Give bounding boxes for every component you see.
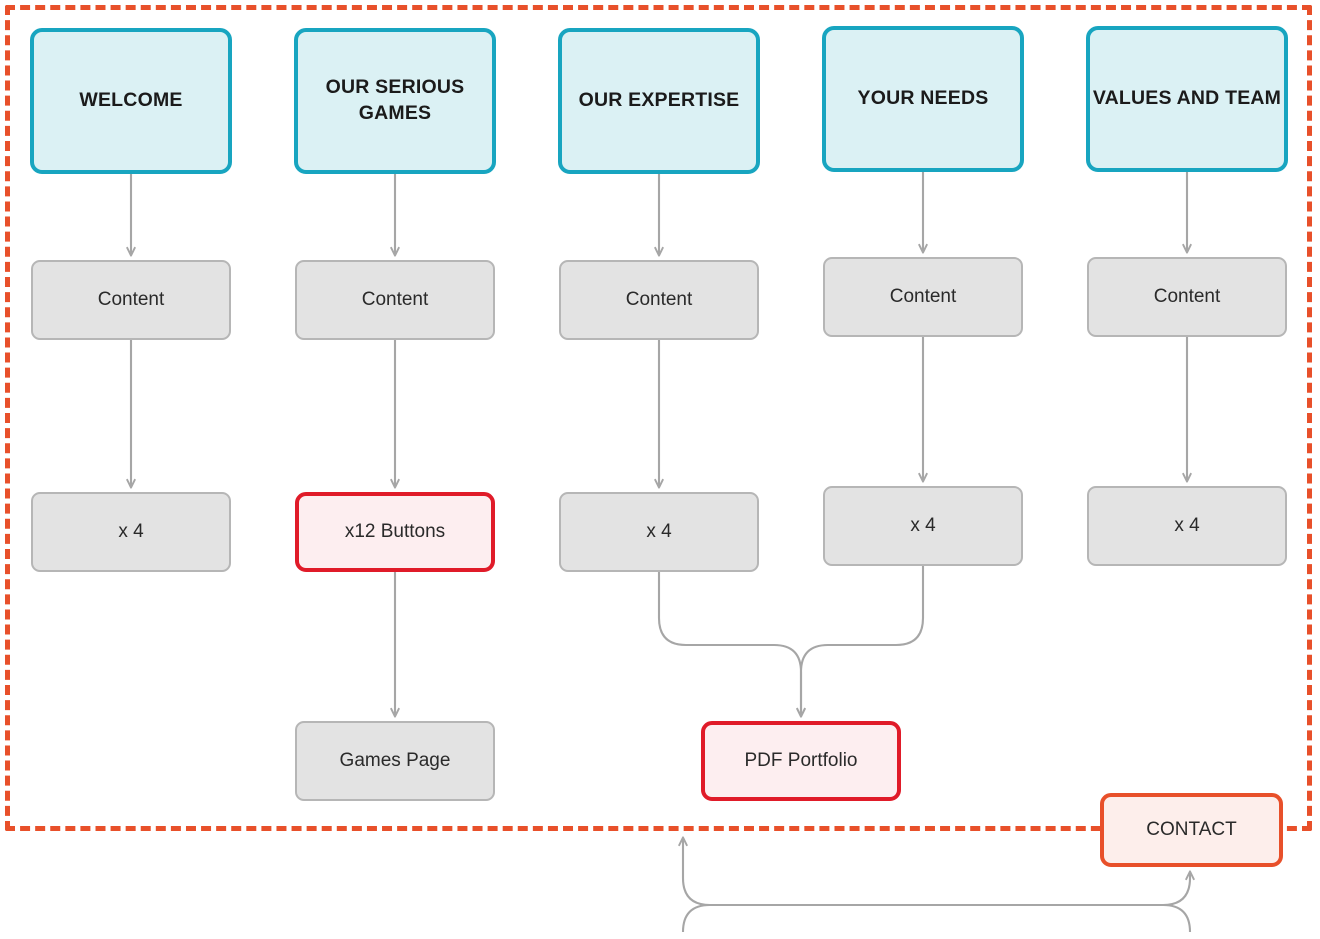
- node-content-welcome[interactable]: Content: [31, 260, 231, 340]
- node-contact[interactable]: CONTACT: [1100, 793, 1283, 867]
- node-section-our-expertise[interactable]: OUR EXPERTISE: [558, 28, 760, 174]
- node-section-values-and-team[interactable]: VALUES AND TEAM: [1086, 26, 1288, 172]
- node-label: x12 Buttons: [344, 521, 446, 543]
- node-leaf-x12-buttons[interactable]: x12 Buttons: [295, 492, 495, 572]
- node-games-page[interactable]: Games Page: [295, 721, 495, 801]
- node-label: VALUES AND TEAM: [1092, 87, 1282, 110]
- node-leaf-expertise-x4[interactable]: x 4: [559, 492, 759, 572]
- node-leaf-needs-x4[interactable]: x 4: [823, 486, 1023, 566]
- node-label: YOUR NEEDS: [857, 87, 989, 110]
- node-label: OUR EXPERTISE: [578, 89, 740, 112]
- node-label: Content: [1153, 286, 1221, 308]
- node-section-your-needs[interactable]: YOUR NEEDS: [822, 26, 1024, 172]
- node-label: Content: [889, 286, 957, 308]
- node-leaf-welcome-x4[interactable]: x 4: [31, 492, 231, 572]
- node-content-our-serious-games[interactable]: Content: [295, 260, 495, 340]
- edge-contact-loop-to-contact-box: [681, 870, 1195, 933]
- node-leaf-values-x4[interactable]: x 4: [1087, 486, 1287, 566]
- node-label: Games Page: [339, 750, 451, 772]
- node-section-welcome[interactable]: WELCOME: [30, 28, 232, 174]
- node-label: Content: [97, 289, 165, 311]
- node-label: WELCOME: [79, 89, 183, 112]
- node-content-your-needs[interactable]: Content: [823, 257, 1023, 337]
- node-label: x 4: [646, 521, 672, 543]
- node-label: x 4: [1174, 515, 1200, 537]
- node-content-our-expertise[interactable]: Content: [559, 260, 759, 340]
- node-label: OUR SERIOUS GAMES: [325, 76, 465, 124]
- node-section-our-serious-games[interactable]: OUR SERIOUS GAMES: [294, 28, 496, 174]
- node-label: CONTACT: [1146, 819, 1237, 841]
- node-content-values-and-team[interactable]: Content: [1087, 257, 1287, 337]
- node-label: x 4: [118, 521, 144, 543]
- node-pdf-portfolio[interactable]: PDF Portfolio: [701, 721, 901, 801]
- node-label: PDF Portfolio: [744, 750, 858, 772]
- node-label: x 4: [910, 515, 936, 537]
- node-label: Content: [361, 289, 429, 311]
- node-label: Content: [625, 289, 693, 311]
- site-boundary-dashed-frame: [5, 5, 1312, 831]
